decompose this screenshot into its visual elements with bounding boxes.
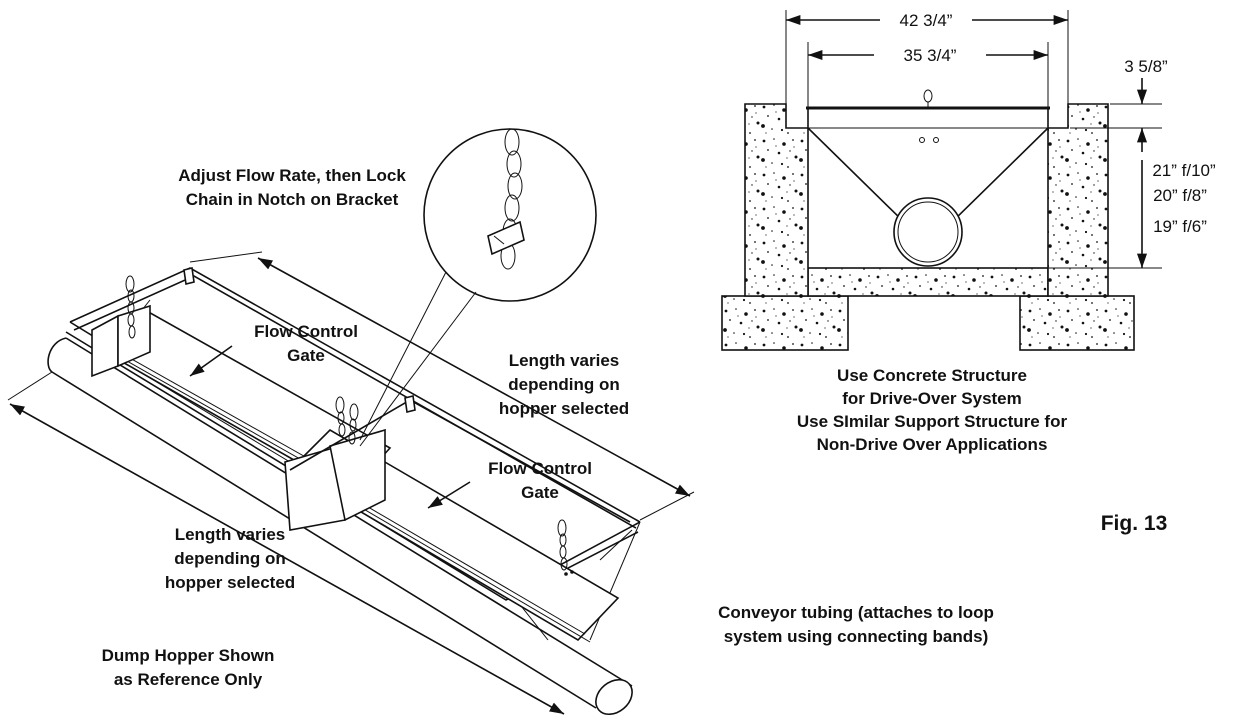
tubing-line1: Conveyor tubing (attaches to loop	[718, 603, 994, 622]
floor-slab	[807, 267, 1049, 297]
chain-upper	[125, 275, 136, 339]
length-right-line2: depending on	[508, 375, 619, 394]
dim-inner-label: 35 3/4”	[904, 46, 957, 65]
dump-hopper-line2: as Reference Only	[114, 670, 263, 689]
gate-upper-line2: Gate	[287, 346, 325, 365]
conveyor-tube-section	[893, 197, 963, 267]
caption-line4: Non-Drive Over Applications	[817, 435, 1048, 454]
left-labels: Adjust Flow Rate, then Lock Chain in Not…	[102, 166, 994, 689]
concrete-cross-section	[721, 89, 1135, 351]
wall-left	[744, 103, 809, 297]
leader-lower-gate	[427, 481, 471, 509]
tube-left-end	[47, 337, 67, 373]
dim-height-line1: 21” f/10”	[1152, 161, 1216, 180]
footing-right	[1019, 295, 1135, 351]
cross-section-dimensions: 42 3/4” 35 3/4” 3 5/8” 21” f/10” 20” f/8…	[785, 10, 1216, 269]
detail-notch	[493, 235, 505, 245]
upper-bracket	[91, 314, 119, 378]
conveyor-tube-inner	[897, 201, 959, 263]
dim-height-line3: 19” f/6”	[1153, 217, 1207, 236]
wall-right	[1047, 103, 1109, 297]
gate-tab	[404, 395, 416, 413]
lift-ring	[923, 89, 933, 103]
dimension-lower-length	[9, 403, 565, 715]
hopper-end-plate	[589, 521, 641, 641]
length-left-line1: Length varies	[175, 525, 286, 544]
tube-right-end	[595, 678, 633, 716]
bolt-hole	[919, 137, 925, 143]
cross-section-caption: Use Concrete Structure for Drive-Over Sy…	[797, 366, 1068, 454]
dim-outer-label: 42 3/4”	[900, 11, 953, 30]
dump-hopper-line1: Dump Hopper Shown	[102, 646, 275, 665]
caption-line3: Use SImilar Support Structure for	[797, 412, 1068, 431]
leader-upper-gate	[189, 345, 233, 377]
callout-adjust-line2: Chain in Notch on Bracket	[186, 190, 399, 209]
length-left-line2: depending on	[174, 549, 285, 568]
dim-top-label: 3 5/8”	[1124, 57, 1168, 76]
footing-left	[721, 295, 849, 351]
caption-line2: for Drive-Over System	[842, 389, 1022, 408]
caption-line1: Use Concrete Structure	[837, 366, 1027, 385]
detail-leader	[359, 271, 447, 441]
callout-adjust-line1: Adjust Flow Rate, then Lock	[178, 166, 406, 185]
extension-line	[7, 371, 53, 401]
extension-line	[189, 251, 263, 263]
length-left-line3: hopper selected	[165, 573, 295, 592]
gate-tab	[183, 267, 195, 285]
tubing-line2: system using connecting bands)	[724, 627, 989, 646]
figure-label: Fig. 13	[1101, 512, 1168, 535]
gate-upper-line1: Flow Control	[254, 322, 358, 341]
dim-height-line2: 20” f/8”	[1153, 186, 1207, 205]
bolt-hole	[933, 137, 939, 143]
gate-lower-line2: Gate	[521, 483, 559, 502]
length-right-line1: Length varies	[509, 351, 620, 370]
detail-bracket	[487, 220, 525, 256]
hopper-wall-line	[599, 529, 633, 561]
length-right-line3: hopper selected	[499, 399, 629, 418]
extension-line	[639, 491, 695, 521]
gate-lower-line1: Flow Control	[488, 459, 592, 478]
dimension-upper-length	[257, 257, 691, 497]
